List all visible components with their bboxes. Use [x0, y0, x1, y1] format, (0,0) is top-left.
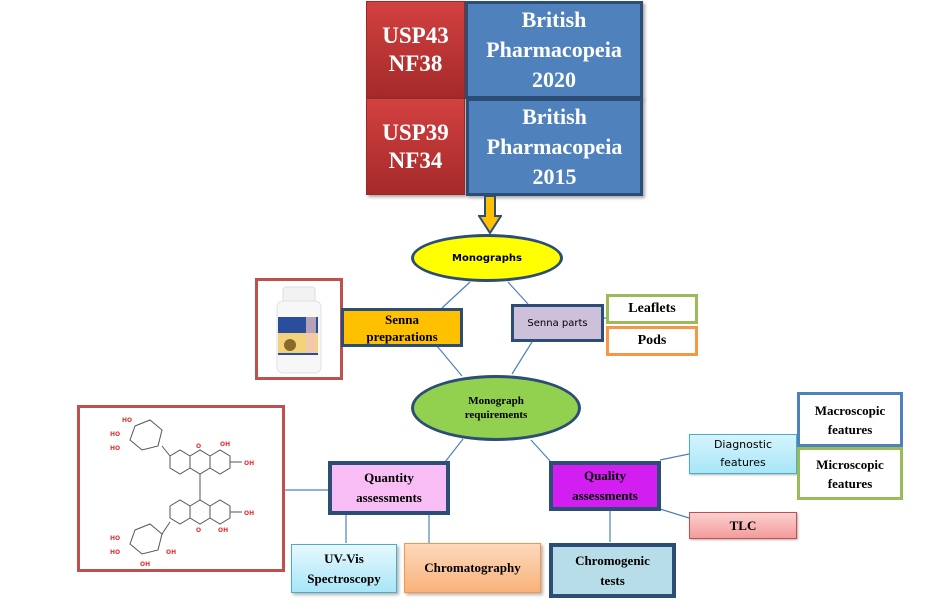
connector-requirements-quantity: [444, 438, 464, 463]
chromatography-node: Chromatography: [404, 543, 541, 593]
leaflets-node: Leaflets: [606, 294, 698, 324]
nf38-label: NF38: [388, 50, 443, 76]
senna-prep-line-1: Senna: [385, 311, 419, 327]
diagnostic-line-2: features: [720, 456, 766, 469]
usp39-label: USP39: [382, 119, 449, 145]
quality-line-1: Quality: [584, 468, 626, 483]
sennoside-structure-image: HO HO HO OH OH OH OH O O HO HO OH OH: [77, 405, 285, 572]
bp2020-line-1: British: [521, 7, 587, 32]
bp2015-year: 2015: [532, 164, 577, 189]
senna-preparations-node: Senna preparations: [341, 308, 463, 347]
usp43-nf38-box: USP43 NF38: [366, 1, 465, 98]
structure-label-oh-6: OH: [166, 549, 176, 556]
structure-label-oh-4: OH: [218, 527, 228, 534]
chemical-structure-icon: HO HO HO OH OH OH OH O O HO HO OH OH: [110, 417, 254, 568]
bp2015-line-1: British: [522, 104, 587, 129]
microscopic-features-node: Microscopic features: [797, 447, 903, 500]
structure-label-oh-1: OH: [220, 441, 230, 448]
chromatography-label: Chromatography: [424, 560, 521, 575]
uv-vis-spectroscopy-node: UV-Vis Spectroscopy: [291, 544, 397, 593]
british-pharmacopeia-2020-box: British Pharmacopeia 2020: [465, 1, 643, 99]
connector-monographs-senna-prep: [441, 281, 471, 309]
down-arrow-icon: [478, 196, 502, 234]
monograph-requirements-node: Monograph requirements: [411, 375, 581, 441]
leaflets-label: Leaflets: [628, 301, 676, 316]
chromogenic-line-1: Chromogenic: [575, 552, 650, 568]
senna-prep-line-2: preparations: [366, 328, 438, 344]
connector-quality-diagnostic: [659, 453, 690, 461]
quantity-line-1: Quantity: [364, 470, 414, 485]
monographs-label: Monographs: [452, 252, 522, 264]
structure-label-oh-2: OH: [244, 460, 254, 467]
structure-label-ho-1: HO: [122, 417, 132, 424]
senna-parts-label: Senna parts: [527, 317, 588, 329]
connector-quality-tlc: [659, 508, 690, 519]
uv-vis-line-2: Spectroscopy: [307, 570, 381, 586]
senna-parts-node: Senna parts: [511, 304, 604, 342]
macroscopic-line-1: Macroscopic: [814, 402, 886, 418]
chromogenic-line-2: tests: [600, 572, 625, 588]
microscopic-line-2: features: [827, 475, 873, 491]
nf34-label: NF34: [388, 147, 443, 173]
tlc-label: TLC: [729, 517, 757, 533]
requirements-line-2: requirements: [464, 409, 528, 421]
structure-label-o-1: O: [196, 443, 201, 450]
quality-assessments-node: Quality assessments: [549, 461, 661, 511]
connector-monographs-senna-parts: [507, 281, 529, 305]
tlc-node: TLC: [689, 512, 797, 539]
bp2020-line-2: Pharmacopeia: [486, 37, 622, 62]
structure-label-oh-3: OH: [244, 510, 254, 517]
quality-line-2: assessments: [572, 488, 638, 503]
structure-label-ho-4: HO: [110, 535, 120, 542]
diagnostic-line-1: Diagnostic: [713, 438, 773, 451]
bp2015-line-2: Pharmacopeia: [486, 134, 623, 159]
usp39-nf34-box: USP39 NF34: [366, 98, 465, 195]
microscopic-line-1: Microscopic: [816, 456, 884, 472]
pods-node: Pods: [606, 326, 698, 356]
senna-product-photo: [255, 278, 343, 380]
diagnostic-features-node: Diagnostic features: [689, 434, 797, 474]
british-pharmacopeia-2015-box: British Pharmacopeia 2015: [466, 98, 643, 196]
connector-requirements-quality: [530, 439, 552, 463]
pods-label: Pods: [637, 333, 667, 348]
structure-label-ho-2: HO: [110, 431, 120, 438]
structure-label-oh-5: OH: [140, 561, 150, 568]
structure-label-ho-3: HO: [110, 445, 120, 452]
connector-senna-prep-requirements: [436, 345, 463, 377]
macroscopic-line-2: features: [827, 421, 873, 437]
usp43-label: USP43: [382, 22, 449, 48]
structure-label-o-2: O: [196, 527, 201, 534]
uv-vis-line-1: UV-Vis: [324, 550, 364, 566]
monographs-node: Monographs: [411, 234, 563, 282]
structure-label-ho-5: HO: [110, 549, 120, 556]
pill-bottle-icon: [276, 286, 322, 374]
requirements-line-1: Monograph: [468, 395, 524, 407]
bp2020-year: 2020: [532, 67, 576, 92]
quantity-assessments-node: Quantity assessments: [328, 461, 450, 515]
quantity-line-2: assessments: [356, 490, 422, 505]
chromogenic-tests-node: Chromogenic tests: [549, 543, 676, 598]
connector-senna-parts-requirements: [511, 341, 533, 375]
macroscopic-features-node: Macroscopic features: [797, 392, 903, 447]
